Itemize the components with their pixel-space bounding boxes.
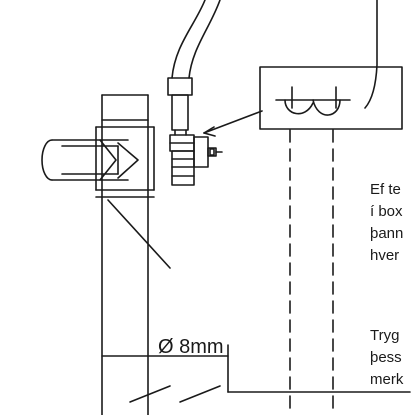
pipe-body [95, 94, 155, 415]
hatch-line [107, 199, 171, 269]
wire-top [364, 0, 378, 109]
note-line-5: Tryg [370, 327, 399, 344]
terminal-box [259, 66, 403, 130]
leader-arrow [203, 110, 263, 134]
note-line-2: í box [370, 203, 403, 220]
note-line-7: merk [370, 371, 404, 388]
sensor-connector [167, 77, 223, 168]
extension-lines [289, 129, 334, 415]
diameter-label: Ø 8mm [158, 336, 224, 358]
hex-nut [171, 150, 195, 186]
note-line-4: hver [370, 247, 399, 264]
note-line-1: Ef te [370, 181, 401, 198]
cable [171, 0, 221, 79]
note-line-6: þess [370, 349, 402, 366]
dimension-line [101, 344, 411, 403]
note-line-3: þann [370, 225, 403, 242]
probe-rod [41, 139, 129, 181]
